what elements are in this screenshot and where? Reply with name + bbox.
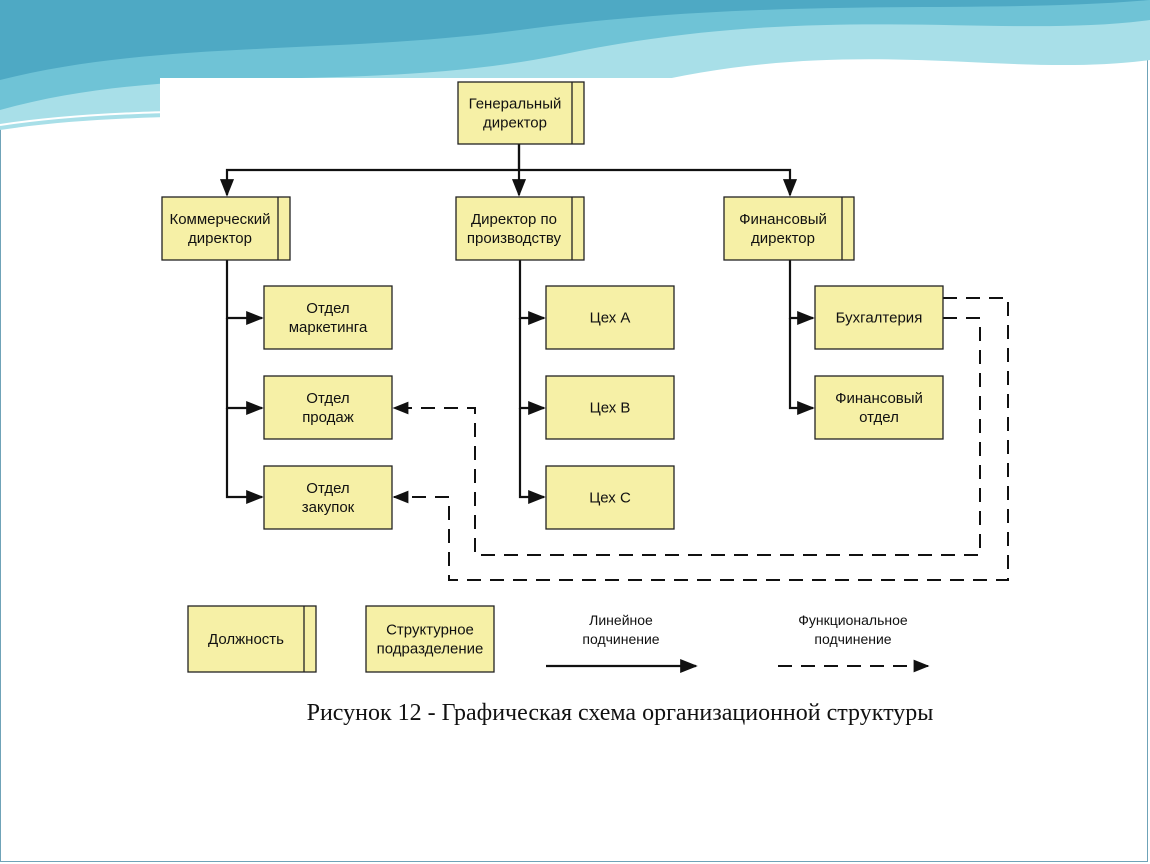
node-accounting-box	[814, 285, 944, 350]
node-commercial-label-1: Коммерческий	[169, 211, 270, 228]
edge-commercial-to-marketing	[225, 260, 264, 326]
node-shop-a-label-1: Цех А	[590, 310, 631, 327]
edge-production-to-shop-c	[518, 408, 546, 505]
node-shop-b-label-1: Цех В	[590, 400, 631, 417]
node-production-label-1: Директор по	[471, 211, 557, 228]
connectors	[219, 144, 1009, 581]
node-fin-dept-label-1: Финансовый	[835, 390, 923, 407]
figure-caption: Рисунок 12 - Графическая схема организац…	[306, 700, 934, 726]
node-accounting: Бухгалтерия	[814, 285, 944, 350]
org-chart: ГенеральныйдиректорКоммерческийдиректорД…	[161, 81, 1009, 674]
node-purchasing: Отдел закупок	[263, 465, 393, 530]
node-shop-c: Цех С	[545, 465, 675, 530]
legend-functional-label-2: подчинение	[814, 631, 891, 647]
node-production-box	[455, 196, 585, 261]
node-accounting-label-1: Бухгалтерия	[836, 310, 923, 327]
edge-accounting-to-sales	[392, 317, 981, 556]
node-marketing-label-1: Отдел	[306, 300, 349, 317]
node-ceo-box	[457, 81, 585, 145]
legend: Должность Структурное подразделение Линейно…	[187, 605, 930, 674]
node-fin-dept-box	[814, 375, 944, 440]
edge-commercial-to-sales	[225, 318, 264, 416]
node-shop-b-box	[545, 375, 675, 440]
legend-linear-label-2: подчинение	[582, 631, 659, 647]
node-marketing: Отдел маркетинга	[263, 285, 393, 350]
nodes: ГенеральныйдиректорКоммерческийдиректорД…	[161, 81, 944, 530]
diagram-backdrop	[160, 78, 1010, 140]
node-sales-label-2: продаж	[302, 409, 354, 426]
node-ceo-label-1: Генеральный	[469, 96, 562, 113]
node-shop-a: Цех А	[545, 285, 675, 350]
legend-unit-box	[365, 605, 495, 673]
legend-functional-label-1: Функциональное	[798, 612, 908, 628]
edge-production-to-shop-b	[518, 318, 546, 416]
decorative-wave-banner	[0, 0, 1150, 140]
node-shop-a-box	[545, 285, 675, 350]
node-production: Директор по производству	[455, 196, 585, 261]
legend-position-box	[187, 605, 317, 673]
node-fin-dept-label-2: отдел	[859, 409, 899, 426]
node-commercial-label-2: директор	[188, 230, 252, 247]
node-commercial: Коммерческий директор	[161, 196, 291, 261]
node-finance-box	[723, 196, 855, 261]
legend-position: Должность	[187, 605, 317, 673]
node-shop-c-label-1: Цех С	[589, 490, 631, 507]
legend-position-label-1: Должность	[208, 631, 284, 648]
edge-finance-to-accounting	[788, 260, 815, 326]
node-finance: Финансовый директор	[723, 196, 855, 261]
edge-ceo-to-finance	[519, 168, 798, 197]
edge-finance-to-fin-dept	[788, 318, 815, 416]
wave-dark	[0, 0, 1150, 80]
node-sales: Отдел продаж	[263, 375, 393, 440]
legend-unit: Структурное подразделение	[365, 605, 495, 673]
node-fin-dept: Финансовый отдел	[814, 375, 944, 440]
node-purchasing-label-2: закупок	[302, 499, 355, 516]
edge-production-to-shop-a	[518, 260, 546, 326]
node-marketing-label-2: маркетинга	[289, 319, 368, 336]
node-purchasing-box	[263, 465, 393, 530]
legend-unit-label-1: Структурное	[386, 622, 474, 639]
node-marketing-box	[263, 285, 393, 350]
node-shop-b: Цех В	[545, 375, 675, 440]
node-purchasing-label-1: Отдел	[306, 480, 349, 497]
node-finance-label-2: директор	[751, 230, 815, 247]
legend-linear: Линейное подчинение	[546, 612, 698, 674]
node-sales-label-1: Отдел	[306, 390, 349, 407]
edge-commercial-to-purchasing	[225, 408, 264, 505]
node-shop-c-box	[545, 465, 675, 530]
node-commercial-box	[161, 196, 291, 261]
node-ceo: Генеральный директор	[457, 81, 585, 145]
node-production-label-2: производству	[467, 230, 562, 247]
edge-ceo-to-commercial	[219, 144, 521, 197]
node-finance-label-1: Финансовый	[739, 211, 827, 228]
legend-functional: Функциональное подчинение	[778, 612, 930, 673]
edge-accounting-to-purchasing	[392, 297, 1009, 581]
node-sales-box	[263, 375, 393, 440]
node-ceo-label-2: директор	[483, 115, 547, 132]
legend-unit-label-2: подразделение	[377, 641, 484, 658]
legend-linear-label-1: Линейное	[589, 612, 653, 628]
